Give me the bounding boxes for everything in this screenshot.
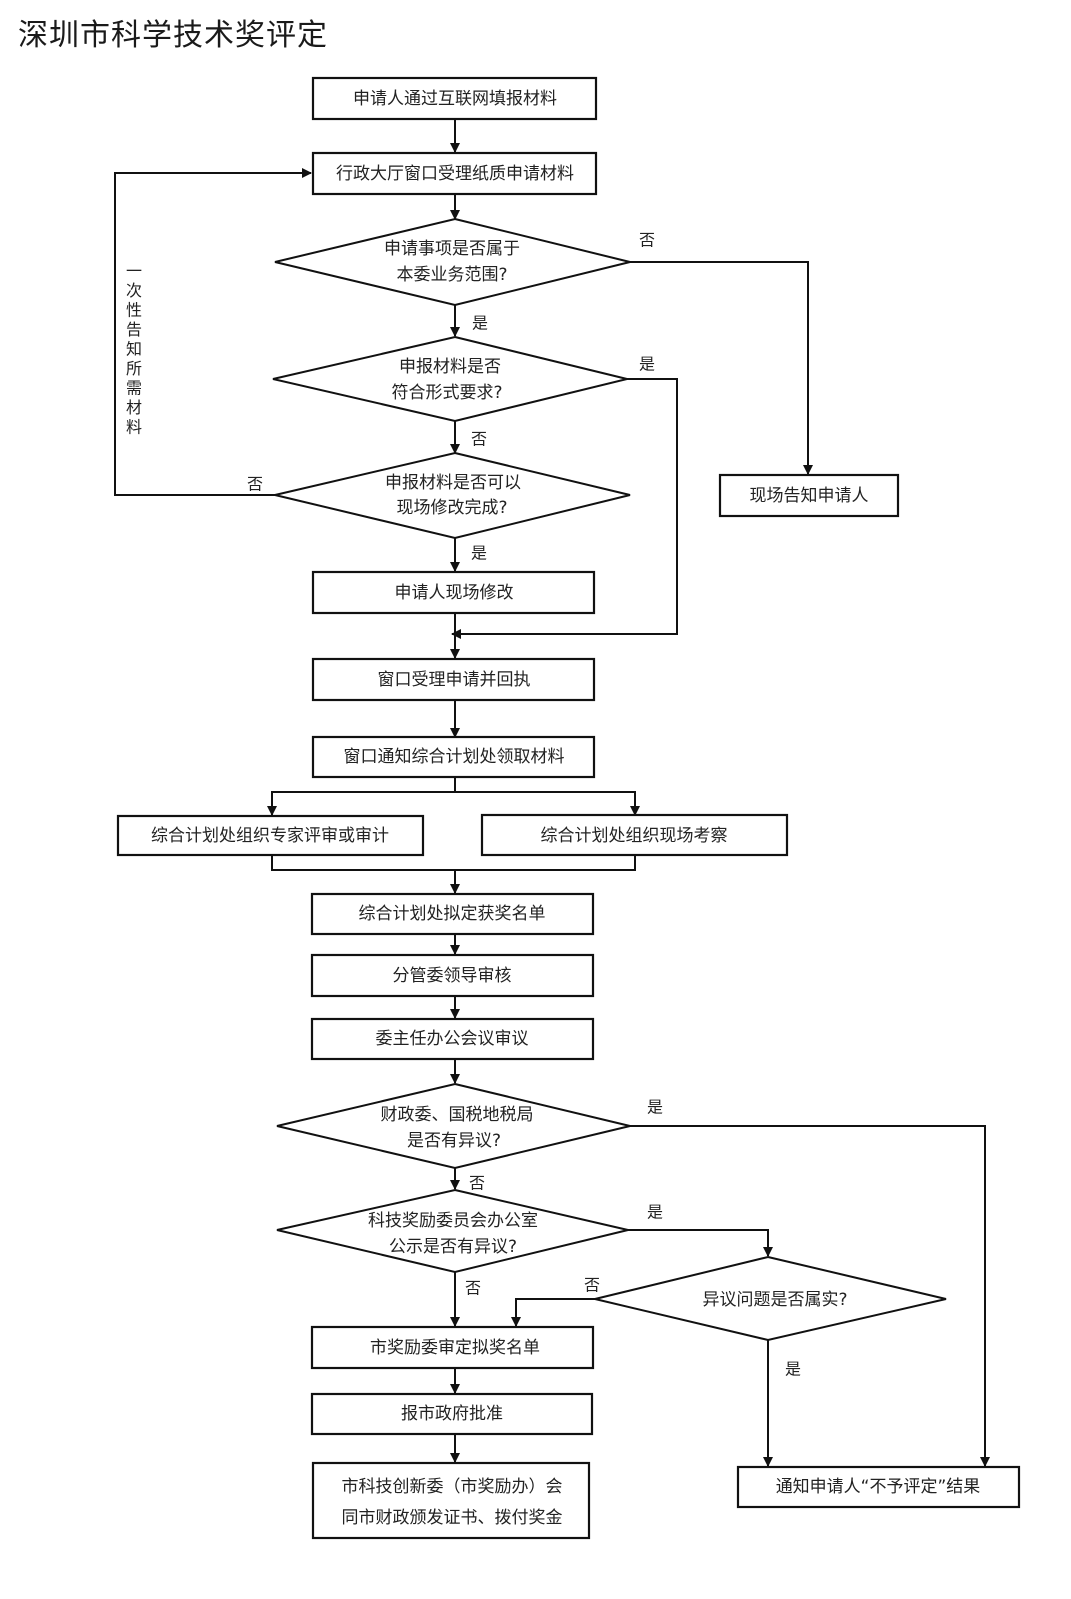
side-label-char: 次 [126,281,142,300]
node-n11-label: 报市政府批准 [401,1404,503,1424]
label-d5-no: 否 [465,1279,481,1298]
node-n5-label: 窗口通知综合计划处领取材料 [344,747,565,767]
node-n6b: 综合计划处组织现场考察 [480,813,789,857]
side-label-char: 所 [126,359,142,378]
node-n12-line2: 同市财政颁发证书、拨付奖金 [342,1508,563,1528]
label-d2-no: 否 [471,430,487,449]
label-d1-yes: 是 [472,314,488,333]
side-label-char: 告 [126,320,142,339]
node-n11: 报市政府批准 [310,1392,594,1436]
side-label-char: 性 [126,301,142,320]
edge-d2-merge [451,378,678,639]
node-n10-label: 市奖励委审定拟奖名单 [370,1338,540,1358]
node-notify: 现场告知申请人 [718,473,900,518]
edge-d1-notify [630,261,813,475]
node-n6a-label: 综合计划处组织专家评审或审计 [151,826,389,846]
node-n12: 市科技创新委（市奖励办）会 同市财政颁发证书、拨付奖金 [311,1461,591,1540]
edge-n5-n6b [455,791,640,816]
label-d2-yes: 是 [639,355,655,374]
decision-d5-line2: 公示是否有异议? [389,1237,517,1257]
decision-d2: 申报材料是否 符合形式要求? [272,335,628,423]
decision-d2-line2: 符合形式要求? [391,383,502,403]
edge-d4-reject [630,1125,990,1467]
node-n9: 委主任办公会议审议 [310,1017,595,1061]
node-n5: 窗口通知综合计划处领取材料 [311,735,596,779]
node-n7-label: 综合计划处拟定获奖名单 [359,904,546,924]
decision-d1: 申请事项是否属于 本委业务范围? [274,217,631,307]
label-d6-yes: 是 [785,1360,801,1379]
page-title: 深圳市科学技术奖评定 [18,18,328,53]
decision-d5: 科技奖励委员会办公室 公示是否有异议? [276,1188,629,1274]
decision-d4-line1: 财政委、国税地税局 [381,1105,534,1125]
side-label-char: 料 [126,418,142,437]
node-n8: 分管委领导审核 [310,953,595,998]
node-n7: 综合计划处拟定获奖名单 [310,892,595,936]
side-label-char: 需 [126,379,142,398]
node-reject: 通知申请人“不予评定”结果 [736,1465,1021,1509]
edge-d5-d6 [628,1229,773,1257]
decision-d4-line2: 是否有异议? [407,1131,501,1151]
node-n3: 申请人现场修改 [311,570,596,615]
edge-n5-n6a [267,777,456,816]
node-notify-label: 现场告知申请人 [750,486,869,506]
node-n9-label: 委主任办公会议审议 [376,1029,529,1049]
edge-labels: 否 是 是 否 否 是 是 否 是 否 否 是 [247,231,801,1379]
node-n4: 窗口受理申请并回执 [311,657,596,702]
connectors [114,119,990,1467]
decision-d6: 异议问题是否属实? [594,1255,947,1342]
node-n10: 市奖励委审定拟奖名单 [310,1325,595,1370]
label-d3-yes: 是 [471,544,487,563]
node-reject-label: 通知申请人“不予评定”结果 [776,1477,981,1497]
label-d5-yes: 是 [647,1203,663,1222]
decision-d3-line1: 申报材料是否可以 [385,473,521,493]
label-d3-no: 否 [247,475,263,494]
decision-d6-line1: 异议问题是否属实? [702,1290,847,1310]
label-d4-yes: 是 [647,1098,663,1117]
decision-d1-line2: 本委业务范围? [396,265,507,285]
node-n3-label: 申请人现场修改 [395,583,514,603]
side-label-char: 一 [126,262,142,281]
node-n2-label: 行政大厅窗口受理纸质申请材料 [336,164,574,184]
decision-d1-line1: 申请事项是否属于 [384,239,520,259]
label-d6-no: 否 [584,1276,600,1295]
decision-d5-line1: 科技奖励委员会办公室 [368,1211,538,1231]
decision-d3-line2: 现场修改完成? [396,498,507,518]
decision-d4: 财政委、国税地税局 是否有异议? [276,1082,631,1170]
label-d4-no: 否 [469,1174,485,1193]
side-label-char: 材 [126,398,142,417]
node-n1-label: 申请人通过互联网填报材料 [353,89,557,109]
edge-d6-n10 [511,1298,595,1327]
node-n6b-label: 综合计划处组织现场考察 [541,826,728,846]
node-n2: 行政大厅窗口受理纸质申请材料 [311,151,598,196]
edge-d3-loop [114,168,312,496]
node-n12-line1: 市科技创新委（市奖励办）会 [342,1477,563,1497]
node-n1: 申请人通过互联网填报材料 [311,76,598,121]
decision-d2-line1: 申报材料是否 [399,357,501,377]
node-n6a: 综合计划处组织专家评审或审计 [116,814,425,857]
side-label-char: 知 [126,340,142,359]
decision-d3: 申报材料是否可以 现场修改完成? [274,451,631,540]
edge-join [271,855,636,871]
node-n4-label: 窗口受理申请并回执 [378,670,531,690]
node-n8-label: 分管委领导审核 [393,966,512,986]
label-d1-no: 否 [639,231,655,250]
